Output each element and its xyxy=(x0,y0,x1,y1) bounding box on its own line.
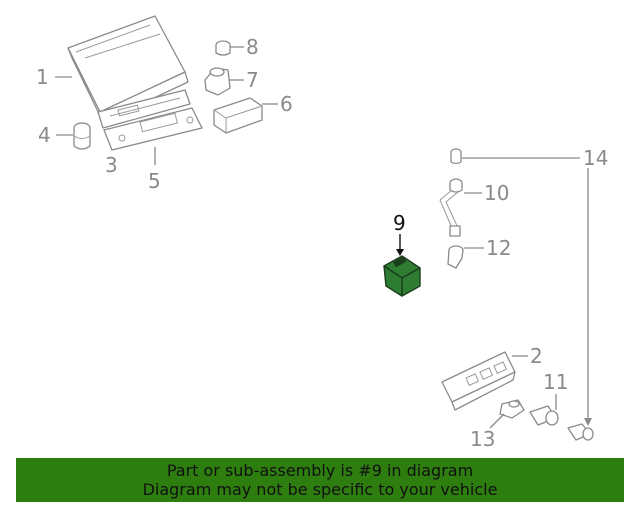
callout-5: 5 xyxy=(148,169,161,193)
part-4-knob xyxy=(73,122,91,150)
callout-9: 9 xyxy=(393,211,406,235)
callout-11: 11 xyxy=(543,370,568,394)
part-14-bulb-top xyxy=(450,148,462,165)
part-12-lamp-socket xyxy=(447,245,464,269)
part-7-knob-assembly xyxy=(204,67,231,96)
callout-1: 1 xyxy=(36,65,49,89)
callout-2: 2 xyxy=(530,344,543,368)
callout-3: 3 xyxy=(105,153,118,177)
part-5-control-panel xyxy=(103,107,203,151)
part-13-lamp-holder xyxy=(499,399,525,419)
callout-10: 10 xyxy=(484,181,509,205)
part-10-bulb-harness xyxy=(439,178,463,237)
banner-line-2: Diagram may not be specific to your vehi… xyxy=(142,480,498,499)
callout-13: 13 xyxy=(470,427,495,451)
banner-line-1: Part or sub-assembly is #9 in diagram xyxy=(166,461,474,480)
part-6-switch-module xyxy=(213,97,263,134)
callout-8: 8 xyxy=(246,35,259,59)
callout-4: 4 xyxy=(38,123,51,147)
callout-14: 14 xyxy=(583,146,608,170)
part-11-bulb xyxy=(529,405,559,426)
callout-6: 6 xyxy=(280,92,293,116)
part-3-trim-panel xyxy=(97,89,191,129)
part-2-switch-panel xyxy=(441,351,516,411)
callout-7: 7 xyxy=(246,68,259,92)
callout-12: 12 xyxy=(486,236,511,260)
part-8-cap xyxy=(215,40,231,56)
part-info-banner: Part or sub-assembly is #9 in diagram Di… xyxy=(16,458,624,502)
part-14-bulb-lower xyxy=(567,423,594,441)
part-9-switch-highlighted xyxy=(383,255,421,297)
